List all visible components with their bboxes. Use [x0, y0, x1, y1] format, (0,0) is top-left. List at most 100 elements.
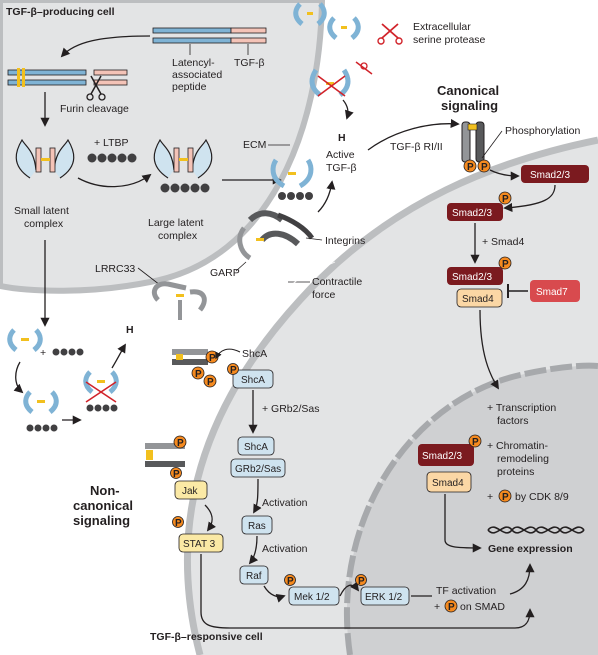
svg-text:P: P — [177, 438, 184, 449]
mek-box: Mek 1/2 — [288, 586, 340, 606]
plus-smad4-label: + Smad4 — [482, 236, 524, 248]
ltbp-chain — [87, 153, 137, 163]
svg-text:Ras: Ras — [248, 521, 266, 532]
ras-box: Ras — [241, 515, 273, 535]
freed-tgfb-h: H — [126, 324, 134, 336]
shca-phospho-a: P — [191, 366, 205, 380]
smad4-box-1: Smad4 — [456, 288, 503, 308]
activation-label-2: Activation — [262, 543, 308, 555]
shca-box-phospho: P — [227, 363, 239, 376]
jak-box: Jak — [174, 480, 208, 500]
svg-text:Smad2/3: Smad2/3 — [422, 451, 462, 462]
latent-complex-top-1 — [293, 2, 327, 26]
small-latent-label: Small latent complex — [14, 205, 72, 230]
svg-text:P: P — [502, 259, 509, 270]
active-tgfb-label: Active TGF-β — [326, 149, 358, 174]
shca-box-1: ShcA — [232, 369, 274, 389]
nuclear-smad23-phospho: P — [468, 434, 482, 448]
on-smad-phospho: P — [444, 599, 458, 613]
on-smad-plus: + — [434, 601, 440, 613]
svg-text:P: P — [448, 602, 455, 613]
tf-activation-label: TF activation — [436, 585, 496, 597]
garp-label: GARP — [210, 267, 240, 279]
contractile-label: Contractile force — [312, 276, 365, 301]
receptor-phospho-2: P — [477, 159, 491, 173]
svg-text:P: P — [175, 518, 182, 529]
erk-phospho: P — [355, 574, 367, 587]
responsive-cell-label: TGF-β–responsive cell — [150, 631, 263, 643]
shca-free-label: ShcA — [242, 348, 267, 360]
furin-label: Furin cleavage — [60, 103, 129, 115]
ecm-bound-complex — [270, 158, 314, 200]
stat3-box: STAT 3 — [178, 533, 224, 553]
ecm-label: ECM — [243, 139, 266, 151]
svg-text:Smad2/3: Smad2/3 — [530, 170, 570, 181]
svg-text:P: P — [467, 162, 474, 173]
nuclear-smad23-box: Smad2/3 — [418, 444, 474, 466]
latent-complex-top-2 — [327, 16, 361, 40]
svg-text:P: P — [230, 365, 237, 376]
grb2-sas-label: + GRb2/Sas — [262, 403, 320, 415]
cleaved-complex-lower — [83, 370, 119, 412]
smad23-box-3: Smad2/3 — [447, 267, 503, 285]
receptor-phospho-1: P — [463, 159, 477, 173]
producing-cell-label: TGF-β–producing cell — [6, 6, 115, 18]
large-latent-label: Large latent complex — [148, 217, 206, 242]
ltbp-label: + LTBP — [94, 137, 129, 149]
svg-text:ShcA: ShcA — [244, 442, 268, 453]
mek-phospho: P — [284, 574, 296, 587]
gene-expression-label: Gene expression — [488, 543, 573, 555]
svg-text:P: P — [173, 469, 180, 480]
cdk-plus: + — [487, 491, 493, 503]
protease-icon — [377, 23, 403, 45]
scissors-icon — [86, 75, 106, 101]
tgfb-receptor — [461, 121, 485, 163]
cleaved-precursor — [7, 68, 128, 87]
svg-text:GRb2/Sas: GRb2/Sas — [235, 464, 281, 475]
receptor-label: TGF-β RI/II — [390, 141, 443, 153]
dna-icon — [487, 526, 585, 534]
svg-text:P: P — [195, 369, 202, 380]
plus-label: + — [40, 347, 46, 359]
shca-box-2: ShcA — [237, 436, 275, 456]
noncanonical-receptor-1 — [172, 349, 208, 365]
svg-text:Mek 1/2: Mek 1/2 — [294, 592, 330, 603]
svg-text:P: P — [502, 194, 509, 205]
transcription-label: + Transcription factors — [487, 402, 559, 427]
nucleus — [343, 362, 598, 655]
svg-text:P: P — [209, 353, 216, 364]
noncanonical-label: Non- canonical signaling — [73, 483, 137, 528]
svg-text:Smad2/3: Smad2/3 — [452, 272, 492, 283]
canonical-label: Canonical signaling — [437, 83, 503, 113]
lrrc33-label: LRRC33 — [95, 263, 135, 275]
nuclear-smad4-box: Smad4 — [426, 471, 472, 493]
shca-phospho-b: P — [203, 374, 217, 388]
svg-text:ERK 1/2: ERK 1/2 — [365, 592, 403, 603]
cdk-phospho: P — [498, 489, 512, 503]
protease-cleaving-complex — [309, 61, 373, 97]
smad7-box: Smad7 — [530, 280, 580, 302]
svg-text:P: P — [481, 162, 488, 173]
smad23-box-1: Smad2/3 — [521, 165, 589, 183]
on-smad-label: on SMAD — [460, 601, 505, 613]
precursor-bars — [152, 27, 267, 44]
cdk-label: by CDK 8/9 — [515, 491, 569, 503]
svg-text:P: P — [287, 576, 294, 587]
chromatin-label: + Chromatin- remodeling proteins — [487, 440, 552, 478]
large-latent-complex — [153, 138, 213, 193]
protease-label: Extracellular serine protease — [413, 21, 486, 46]
svg-text:P: P — [207, 377, 214, 388]
activation-label-1: Activation — [262, 497, 308, 509]
jak-phospho: P — [170, 467, 182, 480]
stat3-phospho: P — [172, 516, 184, 529]
svg-text:P: P — [472, 437, 479, 448]
small-latent-complex — [15, 138, 75, 179]
grb2sas-box: GRb2/Sas — [230, 458, 286, 478]
lap-label: Latencyl- associated peptide — [172, 57, 225, 93]
contractile-fibers — [249, 249, 336, 311]
integrins-label: Integrins — [325, 235, 365, 247]
tgfb-label: TGF-β — [234, 57, 265, 69]
free-ltbp — [52, 348, 84, 356]
svg-text:P: P — [358, 576, 365, 587]
